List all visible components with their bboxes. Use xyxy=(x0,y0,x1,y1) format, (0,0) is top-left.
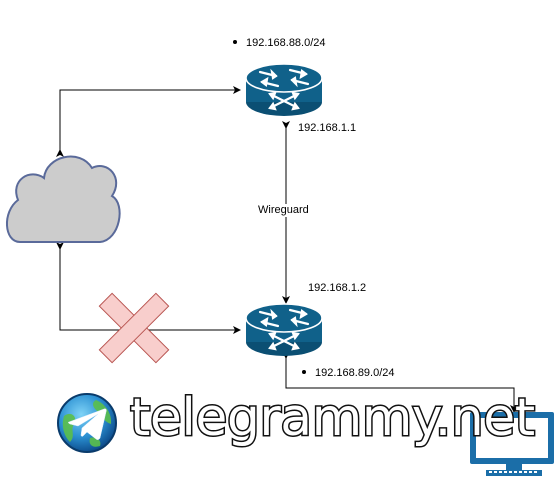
connector-cloud-to-top-router xyxy=(56,86,241,157)
connector-bottom-router-to-computer xyxy=(282,351,518,413)
watermark-text: telegrammy.net xyxy=(129,387,537,450)
internet-cloud-icon xyxy=(5,155,121,243)
connectors xyxy=(56,86,518,413)
watermark: telegrammy.net xyxy=(56,384,556,464)
red-x-icon xyxy=(98,292,170,364)
router-top-network-label: 192.168.88.0/24 xyxy=(233,37,326,50)
connector-cloud-to-bottom-router xyxy=(56,242,241,334)
wireguard-link-label: Wireguard xyxy=(257,204,310,217)
router-bottom-ip-label: 192.168.1.2 xyxy=(308,282,367,294)
telegram-globe-logo-icon xyxy=(57,393,117,453)
computer-icon xyxy=(470,412,554,476)
router-top-icon xyxy=(245,63,323,116)
router-top-ip-label: 192.168.1.1 xyxy=(298,122,357,134)
router-bottom-network-label: 192.168.89.0/24 xyxy=(302,367,395,380)
router-bottom-icon xyxy=(245,303,323,356)
